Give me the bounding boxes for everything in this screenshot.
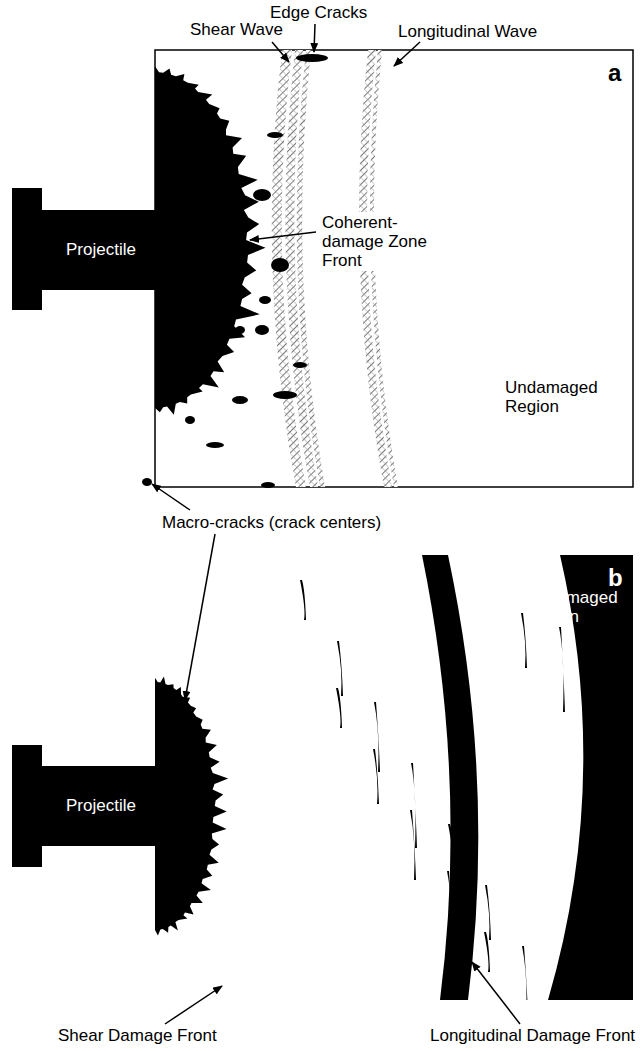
crack-streak xyxy=(337,641,343,696)
annotation-label: Macro-cracks (crack centers) xyxy=(160,512,383,533)
crack-streak xyxy=(300,580,306,620)
annotation-label: Longitudinal Wave xyxy=(398,22,537,41)
crack-fragment xyxy=(185,416,195,424)
crack-streak xyxy=(522,946,528,1000)
crack-fragment xyxy=(267,132,283,138)
projectile-flange xyxy=(12,745,42,867)
crack-streak xyxy=(447,871,453,956)
panel-a-frame xyxy=(155,50,633,487)
node-label: Projectile xyxy=(66,240,136,260)
crack-streak xyxy=(448,824,454,864)
damage-zone xyxy=(155,677,228,936)
crack-fragment xyxy=(293,362,307,368)
crack-streak xyxy=(374,702,380,772)
annotation-label: Shear Wave xyxy=(190,20,283,39)
panel-letter: b xyxy=(608,565,623,591)
annotation-label: Undamaged Region xyxy=(525,588,625,626)
damage-bands xyxy=(155,555,583,1000)
annotation-label: Shear Damage Front xyxy=(58,1026,217,1045)
crack-streak xyxy=(485,885,491,940)
crack-fragment xyxy=(142,478,152,486)
annotation-label: Longitudinal Damage Front xyxy=(430,1026,635,1045)
projectile-flange xyxy=(12,188,42,310)
edge-crack xyxy=(296,54,328,62)
crack-fragment xyxy=(253,189,271,201)
crack-fragment xyxy=(255,325,269,335)
crack-fragment xyxy=(273,391,297,399)
crack-streak xyxy=(559,627,565,712)
crack-streak xyxy=(484,932,490,972)
projectile-body: Projectile xyxy=(42,210,160,290)
crack-fragment xyxy=(206,442,224,448)
crack-fragment xyxy=(232,396,248,404)
crack-streak xyxy=(336,688,342,728)
crack-streak xyxy=(373,749,379,804)
damage-zone xyxy=(155,66,266,415)
crack-fragment xyxy=(259,296,271,304)
annotation-label: Edge Cracks xyxy=(270,3,367,22)
node-label: Projectile xyxy=(66,796,136,816)
panel-letter: a xyxy=(608,60,621,86)
leader-lines xyxy=(152,24,520,1024)
projectile-body: Projectile xyxy=(42,766,160,846)
annotation-label: Undamaged Region xyxy=(505,378,615,416)
annotation-label: Coherent-damage Zone Front xyxy=(320,212,446,271)
crack-fragment xyxy=(271,258,289,272)
crack-streak xyxy=(411,763,417,848)
panel-b-frame xyxy=(155,555,633,1000)
crack-streak xyxy=(410,810,416,880)
crack-fragment xyxy=(261,482,275,488)
